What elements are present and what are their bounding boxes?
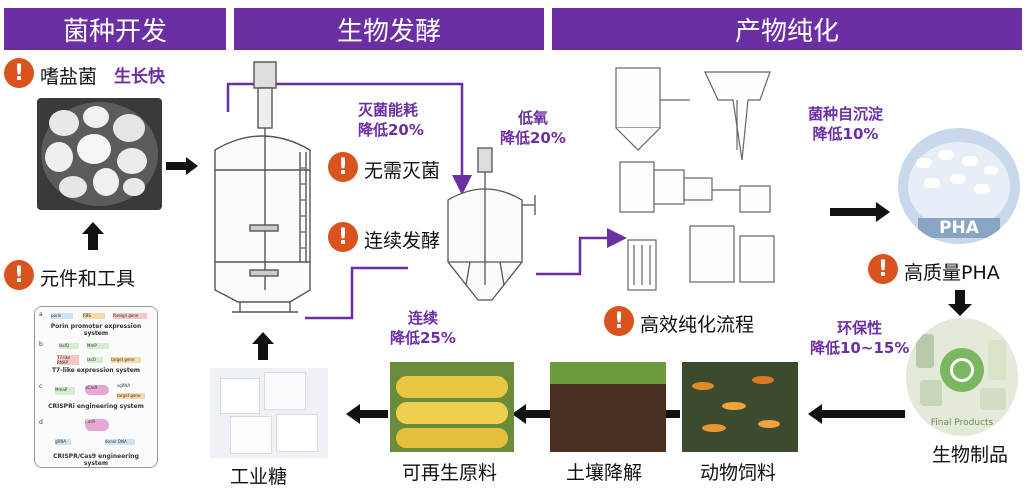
toolkit-row-d-letter: d xyxy=(39,419,43,426)
soil-degradation-label: 土壤降解 xyxy=(566,462,643,484)
final-products-image: Final Products xyxy=(906,318,1018,436)
continuous-fermentation-label: 连续发酵 xyxy=(364,230,441,252)
gene-block: MmaP xyxy=(55,387,75,395)
header-product-purification: 产物纯化 xyxy=(552,8,1022,50)
halophile-label: 嗜盐菌 xyxy=(40,66,98,88)
flow-arrows xyxy=(82,157,972,424)
purification-equipment-drawings xyxy=(615,67,775,291)
microscope-cells-image xyxy=(37,98,162,210)
warning-icon: ! xyxy=(4,58,34,88)
toolkit-row-a-letter: a xyxy=(39,311,43,318)
low-oxygen-label: 低氧 降低20% xyxy=(500,109,566,147)
arrow-left-soil-to-renewable xyxy=(512,404,550,424)
arrow-right-to-pha xyxy=(830,202,890,222)
warning-icon: ! xyxy=(328,222,358,252)
gene-block: donor DNA xyxy=(105,439,135,445)
gene-block: MmP xyxy=(87,343,109,349)
pha-pellets-image: PHA xyxy=(898,128,1020,244)
gene-block: sgRNA xyxy=(117,383,131,388)
sugar-cubes-image xyxy=(210,368,328,458)
arrow-up-tools-to-strain xyxy=(82,222,104,250)
gene-block: lacO xyxy=(87,357,103,363)
arrow-left-products-to-feed xyxy=(808,404,905,424)
fast-growth-label: 生长快 xyxy=(114,67,165,87)
soil-image xyxy=(550,362,666,452)
arrow-left-renewable-to-sugar xyxy=(346,404,388,424)
process-connector-lines xyxy=(226,82,627,320)
toolkit-title-b: T7-like expression system xyxy=(51,367,141,374)
continuous-reduction-label: 连续 降低25% xyxy=(390,309,456,347)
gene-block: target gene xyxy=(111,357,141,363)
gene-block: porin xyxy=(51,313,73,319)
gene-block: Cas9 xyxy=(85,419,109,431)
fermenter-tank-drawing xyxy=(214,61,311,313)
arrow-up-sugar-to-fermenter xyxy=(252,332,274,360)
sterilization-energy-label: 灭菌能耗 降低20% xyxy=(358,101,424,139)
arrow-right-strain-to-fermenter xyxy=(166,157,198,175)
warning-icon: ! xyxy=(4,260,34,290)
final-products-caption: Final Products xyxy=(930,418,994,428)
renewable-feedstock-label: 可再生原料 xyxy=(402,462,498,484)
header-biofermentation: 生物发酵 xyxy=(234,8,544,50)
arrow-down-pha-to-products xyxy=(948,290,972,316)
toolkit-title-c: CRISPRi engineering system xyxy=(48,403,144,410)
warning-icon: ! xyxy=(604,306,634,336)
no-sterilization-label: 无需灭菌 xyxy=(364,160,441,182)
animal-feed-label: 动物饲料 xyxy=(700,462,777,484)
conical-fermenter-drawing xyxy=(447,147,536,301)
toolkit-row-c-letter: c xyxy=(39,383,43,390)
toolkit-title-d: CRISPR/Cas9 engineering system xyxy=(53,453,139,467)
gene-block: foreign gene xyxy=(113,313,147,319)
toolkit-row-b-letter: b xyxy=(39,341,43,348)
gene-block: gRNA xyxy=(55,439,71,445)
purification-flow-label: 高效纯化流程 xyxy=(640,314,755,336)
industrial-sugar-label: 工业糖 xyxy=(230,466,288,488)
tools-label: 元件和工具 xyxy=(40,268,136,290)
gene-block: T7-like RNAP xyxy=(57,355,79,365)
gene-block: target gene xyxy=(117,393,145,399)
corn-image xyxy=(390,362,514,452)
self-settling-label: 菌种自沉淀 降低10% xyxy=(808,105,884,143)
toolkit-panel: a porin RBS foreign gene Porin promoter … xyxy=(34,306,158,468)
gene-block: RBS xyxy=(83,313,105,319)
warning-icon: ! xyxy=(868,254,898,284)
bioproducts-label: 生物制品 xyxy=(932,444,1009,466)
pha-image-tag: PHA xyxy=(939,218,979,238)
high-quality-pha-label: 高质量PHA xyxy=(904,262,1000,284)
animal-feed-fish-image xyxy=(682,362,798,452)
gene-block: lacIQ xyxy=(59,343,79,349)
toolkit-title-a: Porin promoter expression system xyxy=(50,323,142,337)
warning-icon: ! xyxy=(328,152,358,182)
header-strain-development: 菌种开发 xyxy=(4,8,226,50)
gene-block: dCas9 xyxy=(85,385,109,395)
eco-friendly-label: 环保性 降低10~15% xyxy=(810,319,910,357)
